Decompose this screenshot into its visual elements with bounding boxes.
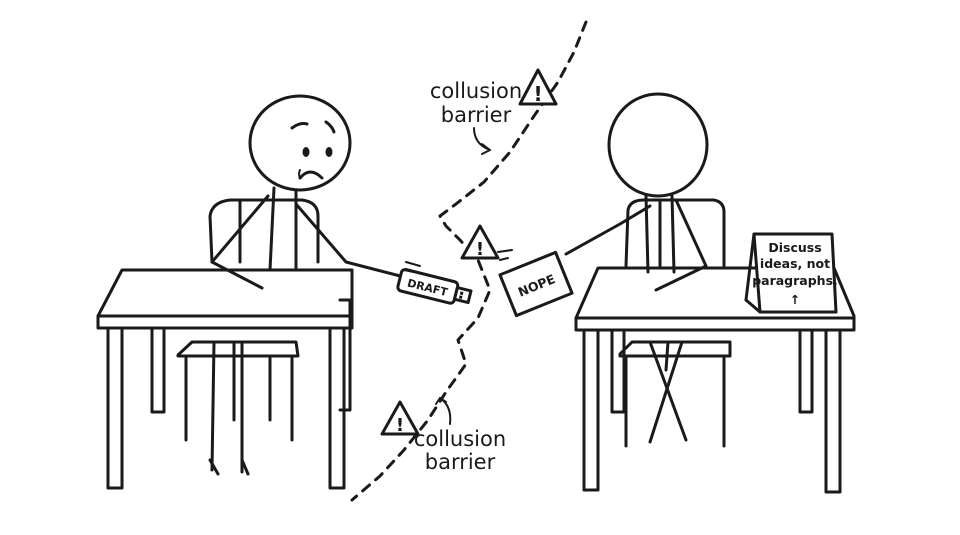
usb-drive: DRAFT (396, 268, 473, 305)
warning-triangle-icon: ! (380, 400, 420, 436)
left-stick-figure (208, 94, 410, 476)
left-desk (96, 268, 354, 490)
blank-face (607, 92, 709, 198)
sign-line-3: paragraphs. (752, 273, 838, 288)
desk-sign: Discuss ideas, not paragraphs. ↑ (744, 232, 838, 314)
barrier-label-bottom-line2: barrier (425, 450, 496, 474)
warning-triangle-icon: ! (460, 224, 500, 260)
curved-arrow-icon (435, 397, 452, 425)
barrier-label-top-line2: barrier (441, 103, 512, 127)
svg-text:!: ! (476, 239, 484, 260)
right-chair (618, 198, 732, 448)
up-arrow-icon: ↑ (790, 292, 800, 307)
sign-line-1: Discuss (768, 240, 821, 255)
nope-note: NOPE (498, 250, 574, 318)
right-stick-figure (564, 92, 709, 444)
curved-arrow-icon (473, 127, 491, 155)
warning-triangle-icon: ! (518, 68, 558, 106)
worried-face (248, 94, 352, 192)
svg-text:!: ! (396, 415, 404, 436)
sign-line-2: ideas, not (760, 256, 830, 271)
barrier-label-top-line1: collusion (430, 79, 522, 103)
svg-text:!: ! (533, 82, 542, 106)
barrier-label-bottom-line1: collusion (414, 427, 506, 451)
